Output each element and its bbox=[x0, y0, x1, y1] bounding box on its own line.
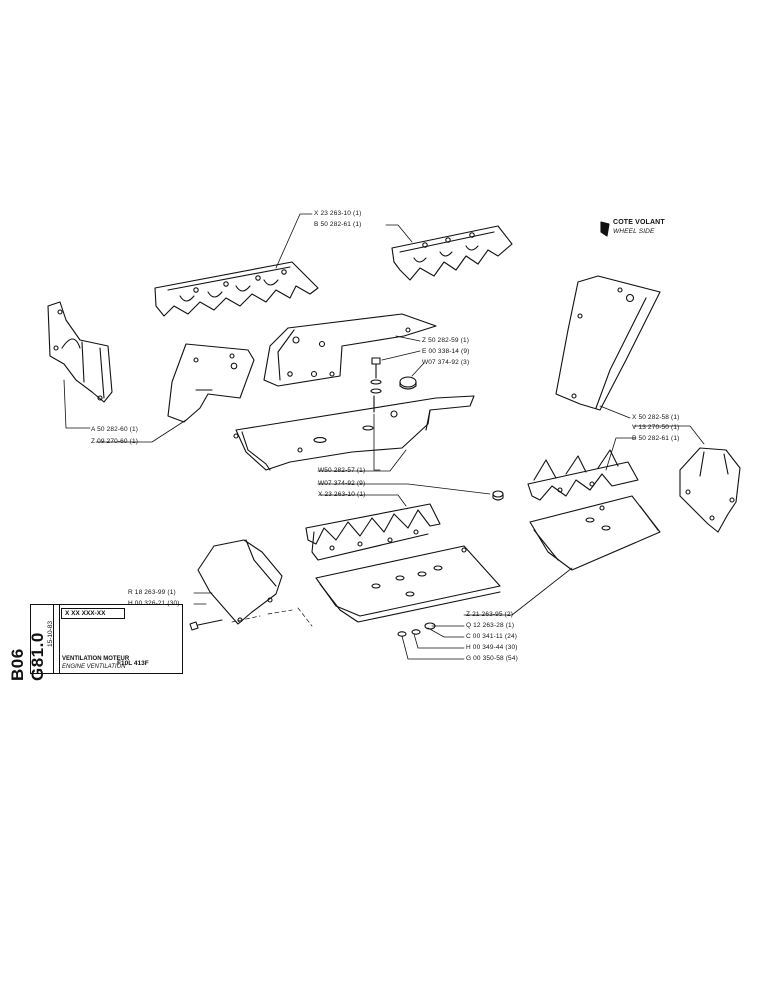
tray-right bbox=[529, 495, 661, 571]
manifold-shroud-top-right bbox=[391, 225, 513, 281]
callout-z21: Z 21 263-95 (2) bbox=[466, 611, 514, 618]
assembly-center-line bbox=[231, 607, 313, 627]
wheel-side-label-en: WHEEL SIDE bbox=[613, 228, 655, 235]
callout-h00-349: H 00 349-44 (30) bbox=[466, 644, 518, 651]
end-bracket-right bbox=[679, 447, 741, 533]
callout-q12: Q 12 263-28 (1) bbox=[466, 622, 515, 629]
callout-w07-top: W07 374-92 (3) bbox=[422, 359, 470, 366]
callout-c00: C 00 341-11 (24) bbox=[466, 633, 518, 640]
part-code-box: X XX XXX-XX bbox=[61, 608, 125, 619]
manifold-shroud-top-left bbox=[154, 261, 319, 317]
leader-lines bbox=[63, 213, 705, 660]
plug-top bbox=[399, 376, 417, 390]
callout-w50: W50 282-57 (1) bbox=[318, 467, 366, 474]
callout-b50-top: B 50 282-61 (1) bbox=[314, 221, 362, 228]
callout-v13: V 13 270-50 (1) bbox=[632, 424, 680, 431]
wheel-side-arrow-icon bbox=[600, 221, 610, 237]
angled-plate-left bbox=[167, 343, 255, 423]
page-code: B06 G81.0 bbox=[8, 632, 47, 681]
callout-r18: R 18 263-99 (1) bbox=[128, 589, 176, 596]
bolt-washer-stack bbox=[370, 357, 382, 413]
callout-g00: G 00 350-58 (54) bbox=[466, 655, 518, 662]
bolt-lower-left bbox=[189, 619, 223, 631]
title-french: VENTILATION MOTEUR bbox=[62, 656, 130, 662]
callout-x50: X 50 282-58 (1) bbox=[632, 414, 680, 421]
title-english: ENGINE VENTILATION bbox=[62, 664, 126, 670]
manifold-shroud-right bbox=[527, 449, 639, 501]
nut-washer-stack-lower bbox=[397, 622, 436, 637]
callout-a50: A 50 282-60 (1) bbox=[91, 426, 139, 433]
wheel-side-label-fr: COTE VOLANT bbox=[613, 219, 665, 226]
callout-x23-mid: X 23 263-10 (1) bbox=[318, 491, 366, 498]
title-block: X XX XXX-XX VENTILATION MOTEUR ENGINE VE… bbox=[30, 604, 183, 674]
tray-lower-center bbox=[315, 545, 501, 623]
callout-z50: Z 50 282-59 (1) bbox=[422, 337, 470, 344]
cover-plate-right bbox=[555, 275, 661, 411]
bracket-left bbox=[47, 301, 113, 403]
page-date: 15-10-83 bbox=[47, 620, 54, 647]
tray-center bbox=[233, 395, 475, 471]
title-block-divider-inner bbox=[59, 605, 60, 673]
callout-h00-326: H 00 326-21 (30) bbox=[128, 600, 180, 607]
cover-upper-center bbox=[263, 313, 437, 387]
callout-z09: Z 09 270-60 (1) bbox=[91, 438, 139, 445]
manifold-shroud-middle bbox=[305, 503, 441, 561]
callout-w07-mid: W07 374-92 (9) bbox=[318, 480, 366, 487]
plug-mid bbox=[492, 490, 504, 501]
callout-e00: E 00 338-14 (9) bbox=[422, 348, 470, 355]
callout-x23-top: X 23 263-10 (1) bbox=[314, 210, 362, 217]
title-block-divider bbox=[53, 605, 55, 673]
bracket-lower-left bbox=[197, 539, 283, 625]
callout-b50-right: B 50 282-61 (1) bbox=[632, 435, 680, 442]
engine-model: F10L 413F bbox=[117, 660, 149, 667]
